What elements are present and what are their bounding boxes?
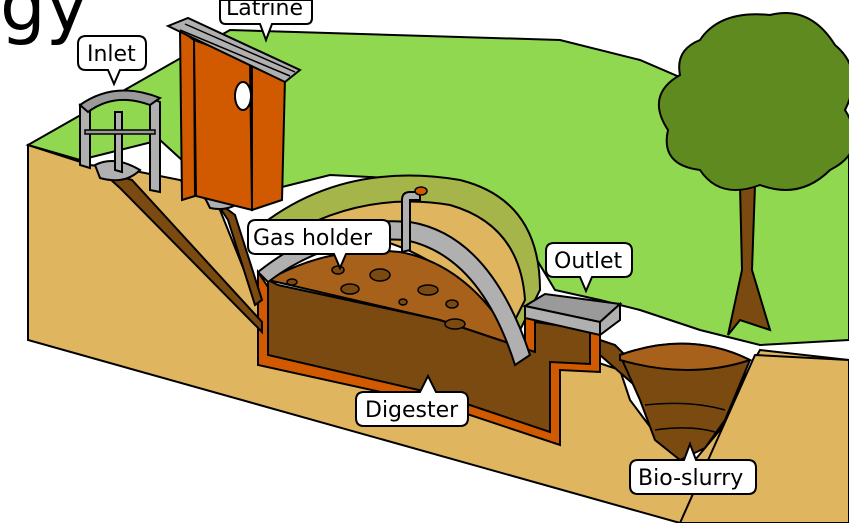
- gas-valve: [414, 186, 428, 196]
- outlet-tank: [522, 292, 623, 337]
- bio-slurry-label: Bio-slurry: [638, 466, 743, 491]
- bubble: [444, 318, 466, 330]
- latrine-pipe: [214, 199, 264, 307]
- outlet-label: Outlet: [554, 249, 623, 274]
- latrine-label: Latrine: [226, 0, 303, 21]
- callout-bio-slurry: Bio-slurry: [629, 441, 757, 495]
- inlet-label: Inlet: [87, 42, 136, 67]
- bubble: [286, 278, 298, 286]
- bio-slurry-layer-line: [644, 402, 726, 411]
- bubble: [417, 284, 439, 296]
- bubble: [398, 298, 408, 306]
- callout-inlet: Inlet: [77, 35, 147, 87]
- bubble: [445, 299, 459, 309]
- tree: [658, 12, 849, 336]
- gas-pipe: [401, 191, 421, 254]
- callout-gas-holder: Gas holder: [247, 219, 391, 271]
- digester-label: Digester: [365, 398, 459, 423]
- bubble: [340, 283, 360, 295]
- latrine-building: [165, 16, 302, 212]
- callout-digester: Digester: [355, 373, 469, 427]
- title-fragment: gy: [0, 0, 88, 47]
- bio-slurry-layer: [619, 342, 753, 371]
- bubble: [331, 265, 345, 275]
- callout-latrine: Latrine: [219, 0, 313, 43]
- callout-outlet: Outlet: [545, 242, 633, 294]
- gas-holder-label: Gas holder: [253, 226, 373, 251]
- bubble: [369, 268, 391, 282]
- inlet-tank: [78, 89, 163, 194]
- bio-slurry-layer-line: [654, 427, 716, 433]
